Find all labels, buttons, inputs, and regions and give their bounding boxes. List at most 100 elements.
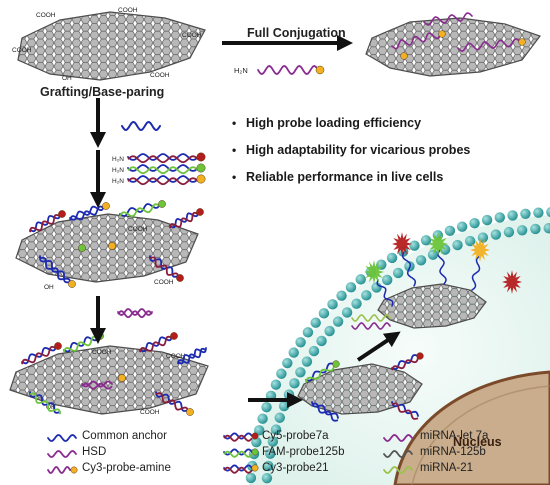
membrane-bead: [276, 368, 287, 379]
membrane-bead: [530, 223, 541, 235]
legend-label-cy5-probe7a: Cy5-probe7a: [262, 430, 329, 442]
h2n-label: H₂N: [112, 156, 124, 163]
graphene-lattice: [297, 363, 423, 415]
cy3-dye: [400, 52, 408, 60]
membrane-bead: [351, 298, 362, 309]
legend-label-hsd: HSD: [82, 446, 107, 458]
loaded-probe: [139, 335, 173, 353]
feature-item: •Reliable performance in live cells: [232, 170, 444, 184]
legend-swatch-cy5-dye: [251, 432, 259, 440]
cooh-group-label: COOH: [12, 47, 32, 54]
membrane-bead: [301, 356, 313, 367]
membrane-bead: [295, 337, 306, 348]
membrane-bead: [469, 217, 480, 229]
graphene-sheet-in-cell: [297, 363, 423, 415]
membrane-bead: [336, 290, 347, 301]
membrane-bead: [332, 316, 344, 327]
oh-group-label: OH: [46, 404, 56, 411]
membrane-bead: [490, 229, 502, 240]
cooh-group-label: COOH: [92, 349, 112, 356]
cy5-fluorescence-burst: [502, 270, 522, 294]
graphene-lattice: [15, 213, 199, 283]
released-probe-strand: [401, 251, 417, 287]
nucleus: [393, 370, 550, 485]
legend-swatch-cy3-probe-amine: [47, 466, 71, 474]
loaded-probe: [29, 391, 61, 415]
membrane-bead: [282, 357, 293, 369]
loaded-probe: [119, 203, 161, 218]
membrane-bead: [546, 207, 550, 218]
graphene-lattice: [17, 11, 206, 81]
membrane-bead: [464, 235, 476, 247]
loaded-probe: [39, 255, 71, 285]
fam-dye: [78, 244, 86, 252]
conjugated-probe: [457, 38, 521, 52]
membrane-bead: [444, 225, 456, 236]
cooh-group-label: COOH: [182, 32, 202, 39]
membrane-bead: [415, 255, 427, 266]
legend-label-mirna-125b: miRNA-125b: [420, 446, 486, 458]
loaded-probe: [29, 213, 61, 233]
membrane-bead: [456, 221, 468, 232]
membrane-bead: [261, 401, 272, 413]
loaded-probe: [311, 401, 339, 422]
graphene-lattice: [365, 17, 541, 77]
cooh-group-label: COOH: [154, 279, 174, 286]
cell: [245, 207, 550, 485]
membrane-bead: [265, 448, 276, 459]
membrane-bead: [295, 367, 306, 378]
membrane-bead: [345, 282, 357, 293]
cy3-dye: [438, 30, 446, 38]
cooh-group-label: COOH: [128, 226, 148, 233]
fam-dye: [332, 360, 340, 368]
membrane-bead: [381, 274, 393, 286]
cy3-dye: [118, 374, 126, 382]
cy5-dye: [54, 342, 62, 350]
membrane-bead: [386, 252, 398, 264]
mirna-let7a-strand: [351, 322, 391, 330]
membrane-bead: [494, 212, 505, 223]
conjugated-probe: [423, 12, 473, 26]
cy3-probe-amine-strand: [257, 65, 319, 75]
membrane-bead: [324, 325, 335, 337]
released-probe-strand: [376, 279, 394, 307]
membrane-bead: [543, 223, 550, 234]
released-probe-strand: [437, 249, 447, 285]
membrane-bead: [420, 235, 432, 246]
graphene-sheet-top-right: [365, 17, 541, 77]
membrane-bead: [427, 249, 439, 260]
membrane-bead: [361, 290, 372, 301]
legend-swatch-cy3-dye: [70, 466, 78, 474]
membrane-bead: [409, 240, 420, 251]
legend-label-cy3-probe21: Cy3-probe21: [262, 462, 329, 474]
legend-swatch-mirna-125b: [383, 450, 413, 458]
graphene-sheet-in-cell-upper: [377, 283, 487, 329]
legend-swatch-fam-probe125b: [223, 448, 253, 458]
graphene-lattice: [377, 283, 487, 329]
loaded-probe: [391, 354, 419, 371]
conjugated-probe: [391, 32, 441, 50]
cy5-dye: [58, 210, 66, 218]
h2n-label: H₂N: [112, 167, 124, 174]
legend-label-mirna-21: miRNA-21: [420, 462, 474, 474]
membrane-bead: [503, 226, 515, 238]
cy5-dye: [170, 332, 178, 340]
cooh-group-label: COOH: [150, 72, 170, 79]
loaded-probe: [177, 347, 207, 365]
cy5-probe-duplex: [127, 153, 199, 164]
membrane-bead: [278, 400, 290, 412]
membrane-bead: [507, 210, 518, 221]
fam-fluorescence-burst: [364, 260, 384, 284]
cooh-group-label: COOH: [36, 12, 56, 19]
cy5-fluorescence-burst: [392, 232, 412, 256]
process-arrows: [90, 35, 401, 408]
cy3-dye: [186, 408, 194, 416]
cooh-group-label: COOH: [166, 353, 186, 360]
common-anchor-strand: [121, 120, 161, 132]
legend-swatch-mirna-let7a: [383, 434, 413, 442]
membrane-bead: [267, 436, 279, 447]
membrane-bead: [288, 347, 299, 358]
membrane-bead: [316, 335, 327, 347]
